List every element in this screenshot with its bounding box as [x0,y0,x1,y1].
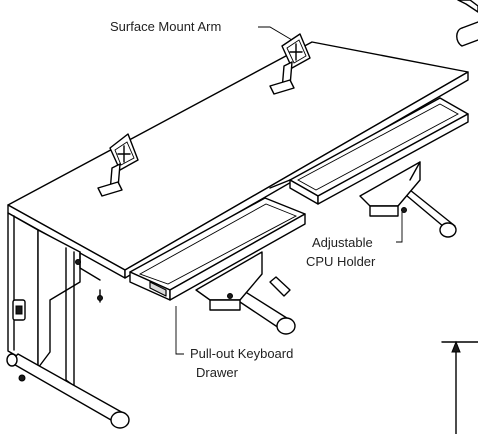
leader-cpu-holder [396,212,403,243]
cpu-holder-left-icon [195,251,263,311]
desk-top-icon [7,41,469,279]
label-cpu-holder-line1: Adjustable [312,235,373,250]
keyboard-drawer-left-icon [129,197,306,301]
cpu-holder-right-icon [359,161,421,217]
desk-leg-far-icon [227,185,457,335]
dimension-arrow-icon [441,340,478,434]
outlet-icon [12,299,26,321]
leader-keyboard-drawer [175,306,184,355]
leader-surface-mount-arm [258,26,293,41]
surface-mount-arm-front-icon [97,133,139,197]
label-keyboard-drawer-line2: Drawer [196,365,239,380]
label-surface-mount-arm: Surface Mount Arm [110,19,221,34]
surface-mount-arm-back-icon [269,33,311,95]
label-keyboard-drawer-line1: Pull-out Keyboard [190,346,293,361]
keyboard-drawer-right-icon [269,97,469,205]
desk-apron-icon [75,251,103,303]
label-cpu-holder-line2: CPU Holder [306,254,376,269]
desk-leg-near-icon [6,353,130,429]
adjacent-item-icon [456,0,478,47]
